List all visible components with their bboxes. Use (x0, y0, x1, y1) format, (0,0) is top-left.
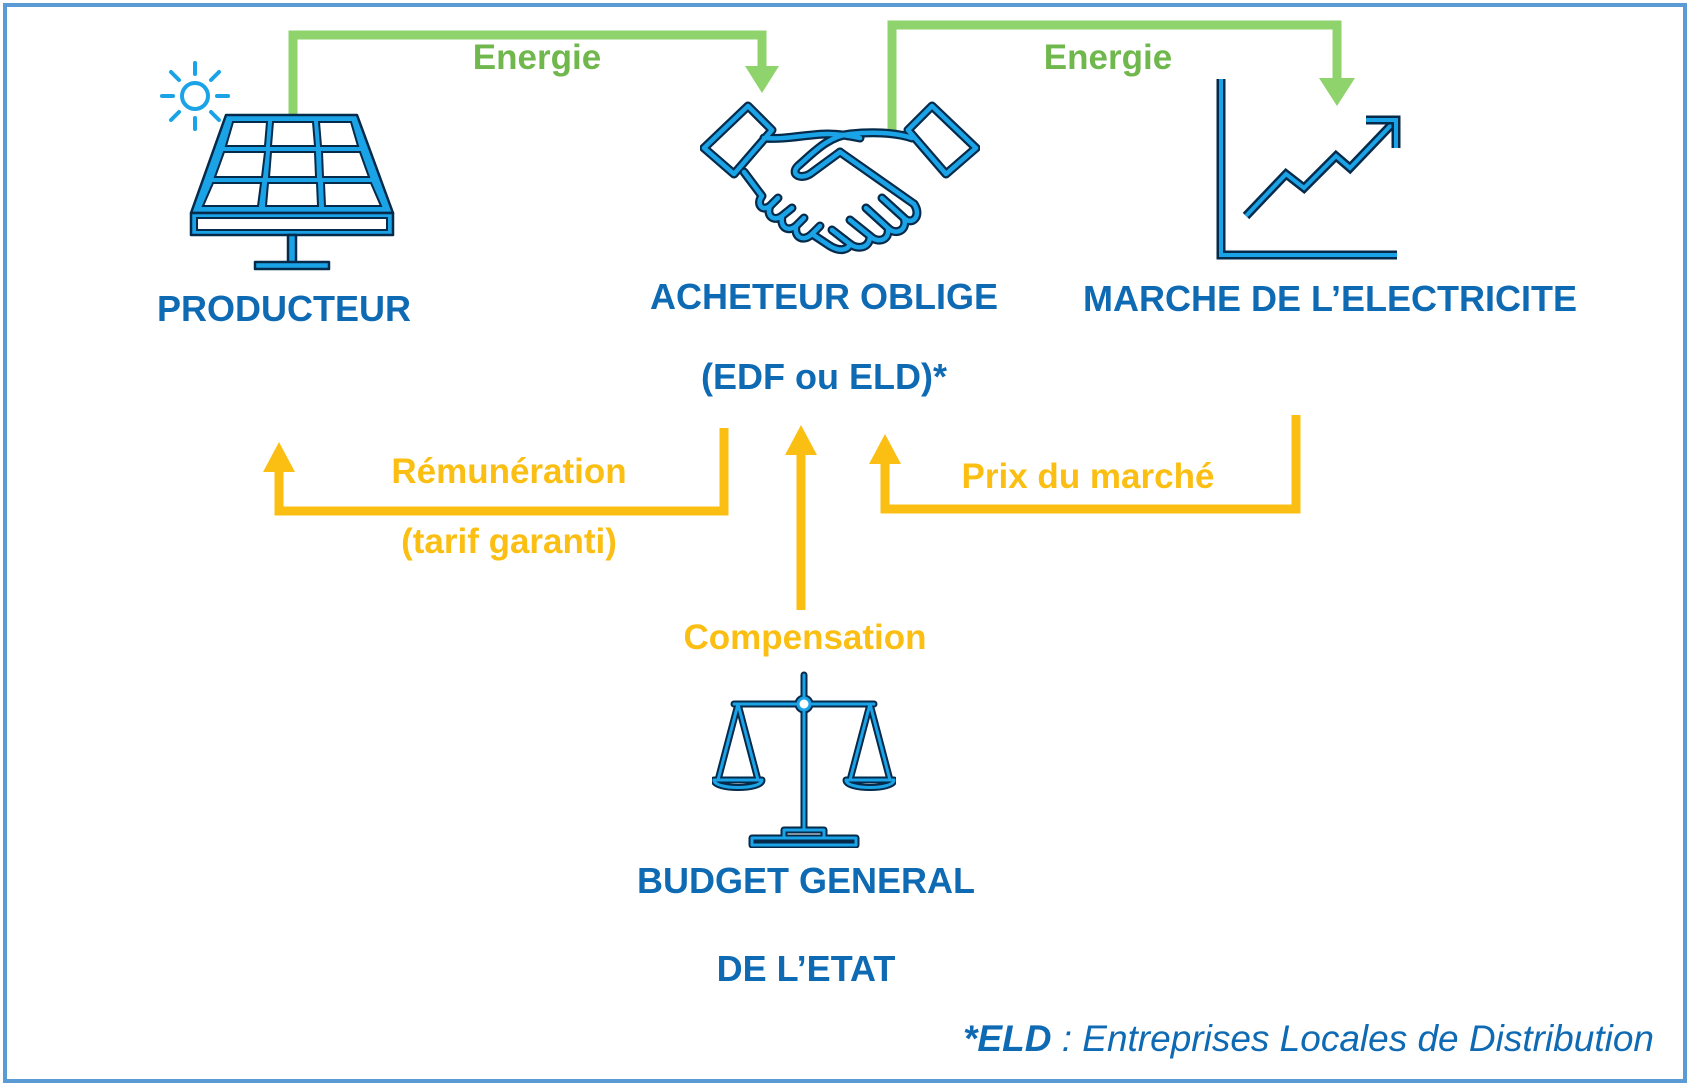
rising-chart-icon (1216, 79, 1401, 260)
remuneration-label: Rémunération (391, 452, 627, 491)
prix-label: Prix du marché (961, 457, 1215, 496)
energy-label-1: Energie (472, 38, 602, 77)
sun-icon (160, 61, 230, 131)
balance-scale-icon (712, 671, 896, 848)
node-marche-label: MARCHE DE L’ELECTRICITE (1082, 278, 1578, 319)
solar-panel-icon (189, 113, 395, 271)
footnote-text: : Entreprises Locales de Distribution (1051, 1018, 1654, 1059)
node-budget-sublabel: DE L’ETAT (716, 948, 896, 989)
handshake-icon (700, 101, 980, 255)
compensation-label: Compensation (683, 618, 927, 657)
energy-arrow-producer-to-buyer (288, 30, 779, 115)
energy-label-2: Energie (1043, 38, 1173, 77)
node-acheteur-sublabel: (EDF ou ELD)* (701, 356, 947, 397)
node-budget-label: BUDGET GENERAL (636, 860, 976, 901)
diagram-frame (3, 3, 1687, 1083)
remuneration-arrow (263, 428, 729, 516)
node-producteur-label: PRODUCTEUR (156, 288, 412, 329)
energy-arrow-buyer-to-market (887, 20, 1355, 132)
footnote-term: *ELD (963, 1018, 1052, 1059)
compensation-arrow (785, 425, 817, 610)
market-price-arrow (869, 415, 1301, 514)
remuneration-sublabel: (tarif garanti) (401, 522, 617, 561)
footnote: *ELD : Entreprises Locales de Distributi… (963, 1018, 1654, 1060)
node-acheteur-label: ACHETEUR OBLIGE (649, 276, 999, 317)
